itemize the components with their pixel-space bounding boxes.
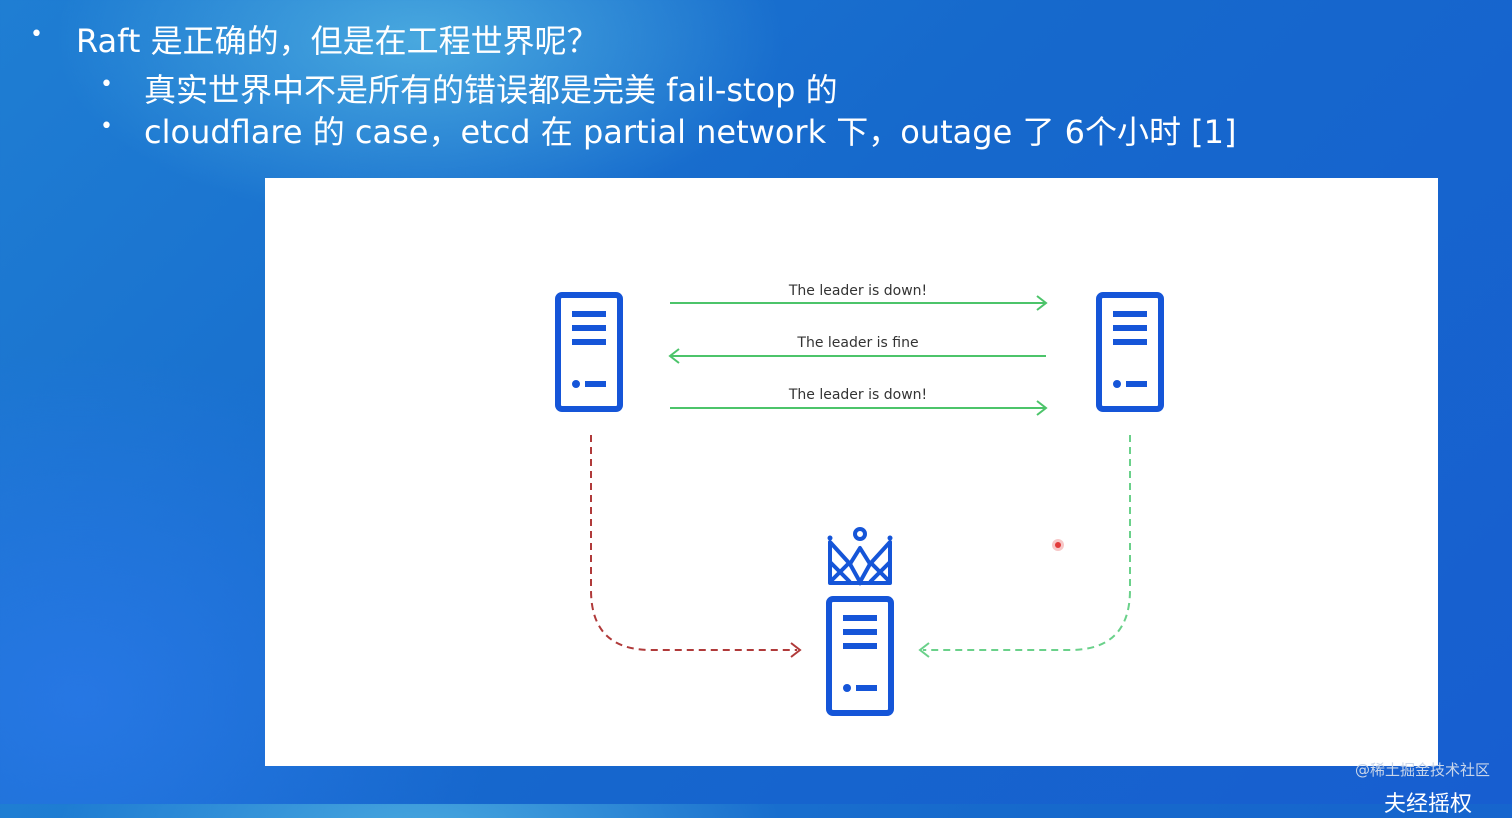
diagram-panel: The leader is down! The leader is fine T…	[265, 178, 1438, 766]
leader-server-icon	[829, 599, 891, 713]
bullet-dot: •	[30, 22, 43, 47]
bullet-level1: • Raft 是正确的，但是在工程世界呢？	[30, 16, 599, 62]
link-right-arrowhead	[918, 642, 930, 658]
right-server-icon	[1099, 295, 1161, 409]
message-arrow-3	[670, 400, 1048, 416]
bullet-level2: • 真实世界中不是所有的错误都是完美 fail-stop 的	[100, 65, 838, 111]
message-label-2: The leader is fine	[796, 335, 918, 351]
message-arrow-1	[670, 295, 1048, 311]
message-label-1: The leader is down!	[788, 283, 927, 299]
partial-network-diagram: The leader is down! The leader is fine T…	[265, 283, 1438, 766]
bullet-text: 真实世界中不是所有的错误都是完美 fail-stop 的	[144, 71, 838, 109]
crown-icon	[827, 527, 893, 587]
bullet-text: Raft 是正确的，但是在工程世界呢？	[76, 22, 599, 60]
bullet-dot: •	[100, 114, 113, 139]
link-right-to-leader	[923, 435, 1131, 651]
link-left-to-leader	[590, 435, 797, 651]
bullet-text: cloudflare 的 case，etcd 在 partial network…	[144, 113, 1237, 151]
message-label-3: The leader is down!	[788, 387, 927, 403]
left-server-icon	[558, 295, 620, 409]
pointer-dot-icon	[1052, 539, 1064, 551]
message-arrow-2	[668, 348, 1046, 364]
link-left-arrowhead	[790, 642, 802, 658]
bullet-level2: • cloudflare 的 case，etcd 在 partial netwo…	[100, 107, 1237, 153]
bullet-dot: •	[100, 72, 113, 97]
watermark: @稀土掘金技术社区	[1354, 761, 1490, 779]
corner-caption: 夫经摇权	[1384, 792, 1473, 817]
